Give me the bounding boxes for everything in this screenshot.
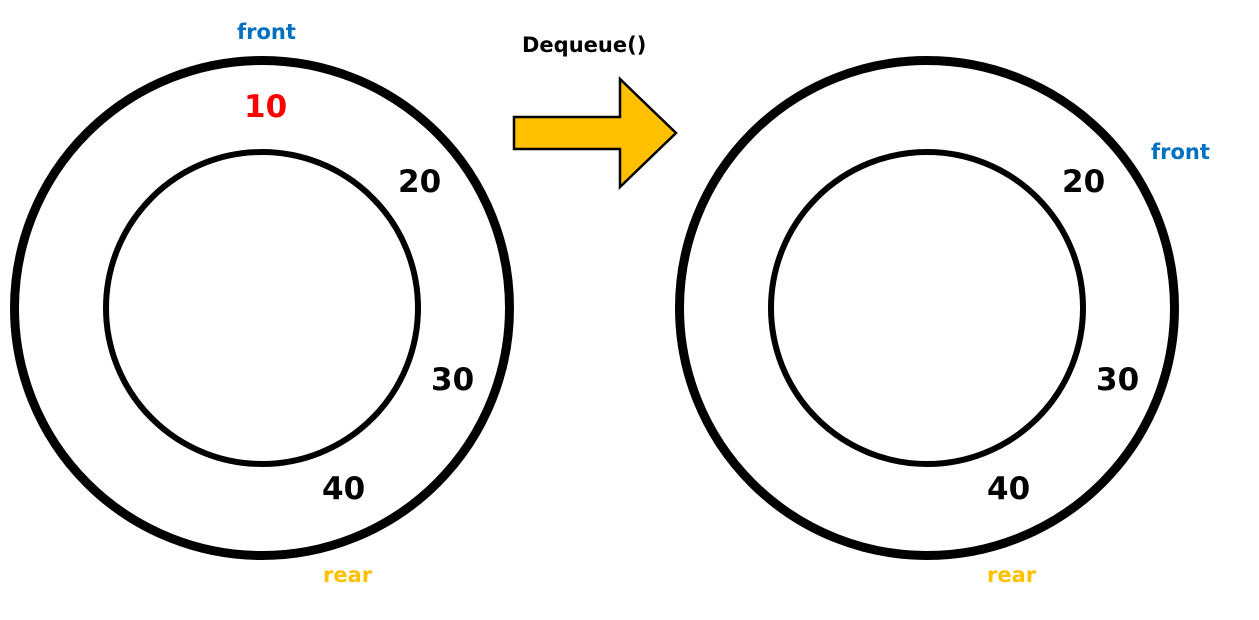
after-rear-label: rear: [987, 563, 1037, 587]
before-value: 40: [322, 471, 366, 507]
before-value-removed: 10: [244, 89, 288, 125]
after-value: 40: [987, 471, 1031, 507]
before-value: 20: [398, 164, 442, 200]
before-rear-label: rear: [323, 563, 373, 587]
after-outer-ring: [675, 56, 1179, 560]
before-outer-ring: [10, 56, 514, 560]
before-inner-ring: [103, 149, 421, 467]
after-inner-ring: [768, 149, 1086, 467]
operation-label: Dequeue(): [522, 33, 647, 57]
after-front-label: front: [1151, 140, 1210, 164]
after-value: 20: [1062, 164, 1106, 200]
before-front-label: front: [237, 20, 296, 44]
arrow-shape: [512, 76, 678, 190]
after-value: 30: [1096, 362, 1140, 398]
right-arrow-icon: [512, 76, 678, 190]
before-value: 30: [431, 362, 475, 398]
